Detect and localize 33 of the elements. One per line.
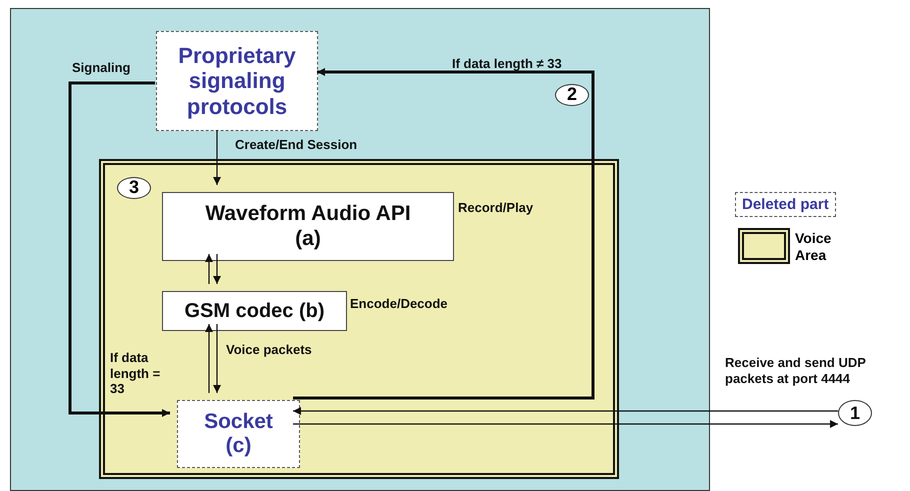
- module-box: [162, 291, 347, 331]
- arrow: [213, 324, 221, 393]
- node-label: (a): [295, 226, 321, 251]
- arrow: [68, 82, 170, 417]
- arrow: [205, 254, 213, 284]
- arrow: [293, 407, 838, 415]
- deleted-part-box: [156, 31, 318, 131]
- arrow: [293, 420, 838, 428]
- network-area: [10, 8, 710, 491]
- legend-label: Voice Area: [795, 230, 832, 264]
- node-caption: Encode/Decode: [350, 296, 448, 312]
- node-caption: Record/Play: [458, 200, 534, 216]
- deleted-part-box: [177, 400, 300, 468]
- arrow: [293, 68, 594, 400]
- edge-label: Signaling: [72, 60, 130, 76]
- arrow: [213, 254, 221, 284]
- edge-label: Create/End Session: [235, 137, 358, 153]
- node-label: Socket: [204, 410, 273, 434]
- node-label: GSM codec (b): [184, 300, 324, 322]
- node-label: (c): [226, 434, 252, 458]
- note-text: If data length = 33: [110, 350, 162, 397]
- module-box: [162, 192, 454, 261]
- node-label: Proprietary signaling protocols: [177, 43, 297, 119]
- callout-number: [838, 400, 872, 426]
- arrow: [213, 130, 221, 185]
- node-label: 1: [850, 402, 860, 424]
- node-label: Waveform Audio API: [205, 202, 411, 226]
- edge-label: If data length ≠ 33: [452, 56, 562, 72]
- voice-area: [99, 159, 619, 479]
- edge-label: Voice packets: [226, 342, 312, 358]
- note-text: Receive and send UDP packets at port 4444: [725, 355, 867, 386]
- legend-label: Deleted part: [735, 192, 836, 217]
- arrow: [205, 324, 213, 393]
